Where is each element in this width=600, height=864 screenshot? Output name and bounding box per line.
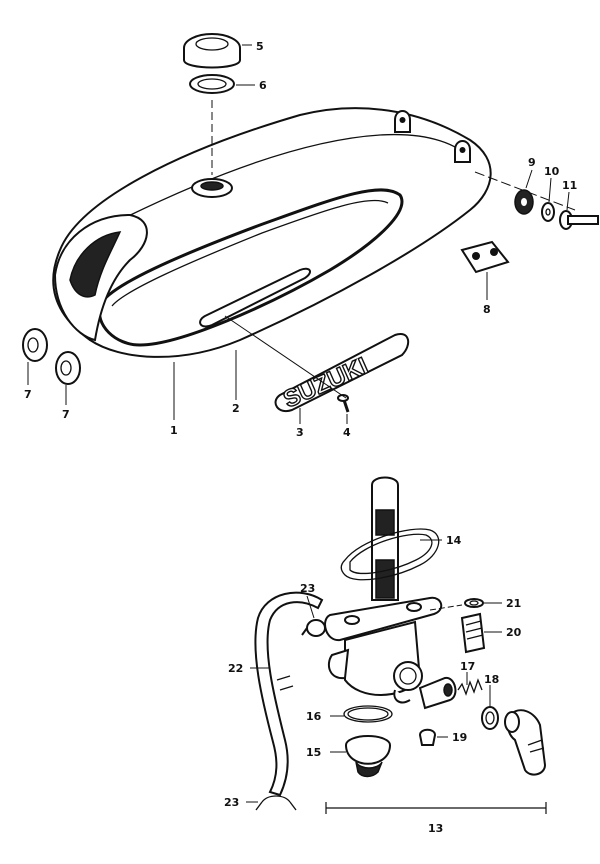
lever-screw [418,728,437,746]
outlet-elbow [504,709,547,776]
lever-spring [457,678,483,696]
cock-lever [418,676,457,710]
callout-14: 14 [446,534,462,547]
callout-20: 20 [506,626,522,639]
hose-clip-lower [255,795,297,811]
callout-22: 22 [228,662,243,675]
callout-4: 4 [343,426,351,439]
callout-7-right: 7 [62,408,70,421]
bolt [559,210,599,230]
outlet-o-ring [481,706,499,730]
callout-11: 11 [562,179,577,192]
mounting-screw [460,612,486,654]
fuel-cap [183,33,241,69]
callout-10: 10 [544,165,560,178]
bowl-o-ring [343,705,393,723]
fuel-tank [52,107,492,358]
mounting-washer [464,598,484,608]
callout-1: 1 [170,424,178,437]
washer [541,202,555,222]
fuel-cock [324,476,443,704]
cap-gasket [189,74,235,94]
sediment-bowl [345,735,391,778]
callout-5: 5 [256,40,264,53]
emblem-text: SUZUKI [279,352,372,413]
callout-15: 15 [306,746,321,759]
callout-9: 9 [528,156,536,169]
callout-19: 19 [452,731,467,744]
callout-8: 8 [483,303,491,316]
fuel-hose [254,591,324,797]
callout-2: 2 [232,402,240,415]
rear-bracket [460,240,510,274]
callout-7-left: 7 [24,388,32,401]
rear-cushion [514,189,534,215]
tank-cushion-right [55,351,81,385]
callout-23-upper: 23 [300,582,315,595]
emblem-screw [337,394,350,413]
callout-23-lower: 23 [224,796,239,809]
tank-cushion-left [22,328,48,362]
callout-17: 17 [460,660,475,673]
callout-13: 13 [428,822,443,835]
cock-gasket [340,528,440,581]
callout-3: 3 [296,426,304,439]
callout-16: 16 [306,710,322,723]
callout-18: 18 [484,673,499,686]
hose-clip-upper [301,619,326,637]
callout-21: 21 [506,597,521,610]
callout-6: 6 [259,79,267,92]
assembly-bracket [325,802,547,814]
